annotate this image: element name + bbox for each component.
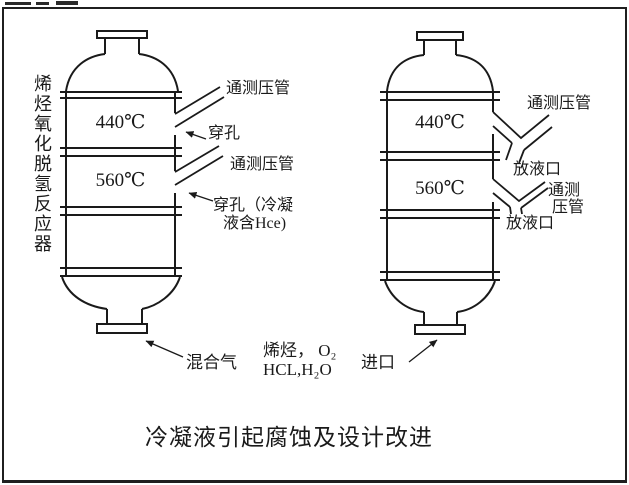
feed-composition: 烯烃， O₂ HCL,H₂O xyxy=(263,341,336,379)
right-pressure-tube-label-2: 通测 压管 xyxy=(548,182,584,216)
right-temp-560: 560℃ xyxy=(415,178,465,199)
right-vessel-outline xyxy=(380,31,500,335)
perforation-arrow-1 xyxy=(185,131,207,140)
left-temp-560: 560℃ xyxy=(95,170,146,191)
right-pressure-tube-label-2-line2: 压管 xyxy=(552,199,585,216)
diagram-title: 冷凝液引起腐蚀及设计改进 xyxy=(145,425,433,450)
right-drain-label-1: 放液口 xyxy=(513,161,562,178)
inlet-arrow xyxy=(408,339,438,363)
left-pressure-tube-label-2: 通测压管 xyxy=(230,156,295,173)
mixed-gas-arrow xyxy=(145,340,184,358)
left-perforation-note-line2: 液含Hce) xyxy=(223,215,287,232)
annotation-arrows xyxy=(145,131,438,363)
reactor-vertical-label: 烯烃氧化脱氢反应器 xyxy=(32,74,52,254)
cropped-text-fragment xyxy=(36,2,49,5)
diagram-border xyxy=(2,7,627,483)
inlet-label: 进口 xyxy=(361,353,395,372)
right-pressure-tube-label-1: 通测压管 xyxy=(527,95,592,112)
left-perforation-label-1: 穿孔 xyxy=(208,125,241,142)
feed-composition-line1: 烯烃， O₂ xyxy=(263,341,337,360)
mixed-gas-label: 混合气 xyxy=(186,353,237,372)
left-vessel-pressure-pipes xyxy=(174,86,225,186)
right-pressure-tube-label-2-line1: 通测 xyxy=(548,182,581,199)
cropped-text-fragment xyxy=(5,2,31,5)
feed-composition-line2: HCL,H₂O xyxy=(263,360,332,379)
cropped-text-fragment xyxy=(56,1,78,5)
left-perforation-note-line1: 穿孔（冷凝 xyxy=(213,197,294,214)
right-vessel-wye-pipes xyxy=(492,111,553,215)
left-pressure-tube-label-1: 通测压管 xyxy=(226,80,291,97)
left-vessel-outline xyxy=(60,30,182,334)
perforation-arrow-2 xyxy=(188,192,214,202)
right-drain-label-2: 放液口 xyxy=(506,215,555,232)
left-perforation-note: 穿孔（冷凝 液含Hce) xyxy=(213,197,293,233)
left-temp-440: 440℃ xyxy=(95,112,146,133)
right-temp-440: 440℃ xyxy=(415,112,465,133)
